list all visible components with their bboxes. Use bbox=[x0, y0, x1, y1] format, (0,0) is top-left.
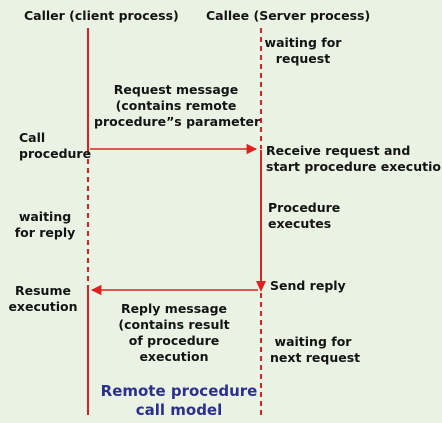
call-procedure-label: Call procedure bbox=[19, 130, 92, 161]
caller-heading: Caller (client process) bbox=[24, 8, 179, 23]
send-reply-label: Send reply bbox=[270, 278, 346, 293]
procedure-executes-label: Procedure executes bbox=[268, 200, 341, 231]
receive-request-label: Receive request and start procedure exec… bbox=[266, 143, 442, 174]
waiting-for-reply-label: waiting for reply bbox=[14, 209, 76, 240]
waiting-for-request-label: waiting for request bbox=[264, 35, 342, 66]
waiting-for-next-request-label: waiting for next request bbox=[270, 334, 361, 365]
callee-heading: Callee (Server process) bbox=[206, 8, 371, 23]
resume-execution-label: Resume execution bbox=[8, 283, 78, 314]
diagram-caption: Remote procedure call model bbox=[100, 382, 258, 419]
callee-execution-arrowhead bbox=[256, 281, 266, 292]
request-message-label: Request message (contains remote procedu… bbox=[94, 82, 261, 129]
reply-message-label: Reply message (contains result of proced… bbox=[118, 301, 230, 364]
